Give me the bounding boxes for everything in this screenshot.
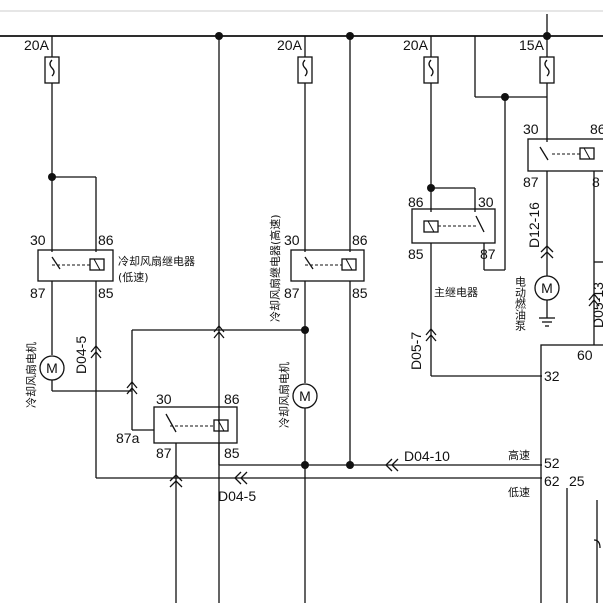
- relay-low-pin-86: 86: [98, 232, 114, 248]
- fuse-4: [539, 56, 555, 84]
- connector-d04-5-b: D04-5: [218, 488, 256, 504]
- ecu-box: [540, 344, 603, 603]
- relay-low-pin-30: 30: [30, 232, 46, 248]
- relay-bottom-pin-30: 30: [156, 391, 172, 407]
- relay-main-pin-85: 85: [408, 246, 424, 262]
- relay-fuel-pump: [527, 138, 603, 172]
- relay-main-name: 主继电器: [434, 286, 478, 299]
- fan-motor-mid-symbol: M: [299, 388, 311, 404]
- relay-low-name: 冷却风扇继电器: [118, 254, 195, 268]
- ecu-pin-52: 52: [544, 455, 560, 471]
- relay-low-pin-87: 87: [30, 285, 46, 301]
- relay-bottom-pin-87a: 87a: [116, 430, 140, 446]
- relay-main: [411, 208, 496, 244]
- relay-pump-pin-87: 87: [523, 174, 539, 190]
- ecu-low-label: 低速: [508, 486, 530, 499]
- fuse-1-label: 20A: [24, 37, 50, 53]
- relay-high-speed: [290, 249, 365, 282]
- relay-pump-pin-30: 30: [523, 121, 539, 137]
- fuse-2: [297, 56, 313, 84]
- fuel-pump-label: 电动燃油泵: [514, 276, 527, 331]
- fan-motor-left-symbol: M: [46, 360, 58, 376]
- relay-main-pin-30: 30: [478, 194, 494, 210]
- relay-low-sub: (低速): [118, 271, 149, 284]
- relay-high-pin-86: 86: [352, 232, 368, 248]
- connector-d12-16: D12-16: [526, 202, 542, 248]
- relay-bottom: [153, 406, 238, 444]
- fuel-pump-symbol: M: [541, 280, 553, 296]
- ecu-pin-25: 25: [569, 473, 585, 489]
- relay-low-speed: [37, 249, 114, 282]
- relay-high-pin-87: 87: [284, 285, 300, 301]
- relay-main-pin-87: 87: [480, 246, 496, 262]
- ecu-high-label: 高速: [508, 448, 530, 462]
- relay-high-pin-85: 85: [352, 285, 368, 301]
- connector-d05-7: D05-7: [408, 332, 424, 370]
- fuse-3-label: 20A: [403, 37, 429, 53]
- relay-high-pin-30: 30: [284, 232, 300, 248]
- connector-d05-13: D05-13: [590, 282, 603, 328]
- relay-high-name: 冷却风扇继电器(高速): [268, 214, 282, 322]
- fuse-1: [44, 56, 60, 84]
- connector-d04-5-a: D04-5: [73, 336, 89, 374]
- relay-pump-pin-8x: 8: [592, 174, 600, 190]
- fuse-3: [423, 56, 439, 84]
- relay-bottom-pin-86: 86: [224, 391, 240, 407]
- relay-low-pin-85: 85: [98, 285, 114, 301]
- relay-main-pin-86: 86: [408, 194, 424, 210]
- ecu-pin-60: 60: [577, 347, 593, 363]
- relay-bottom-pin-87: 87: [156, 445, 172, 461]
- ecu-pin-62: 62: [544, 473, 560, 489]
- fuse-4-label: 15A: [519, 37, 545, 53]
- relay-bottom-pin-85: 85: [224, 445, 240, 461]
- fan-motor-mid-label: 冷却风扇电机: [277, 362, 291, 428]
- fan-motor-left-label: 冷却风扇电机: [24, 342, 38, 408]
- connector-d04-10: D04-10: [404, 448, 450, 464]
- ecu-pin-32: 32: [544, 368, 560, 384]
- relay-pump-pin-86: 86: [590, 121, 603, 137]
- fuse-2-label: 20A: [277, 37, 303, 53]
